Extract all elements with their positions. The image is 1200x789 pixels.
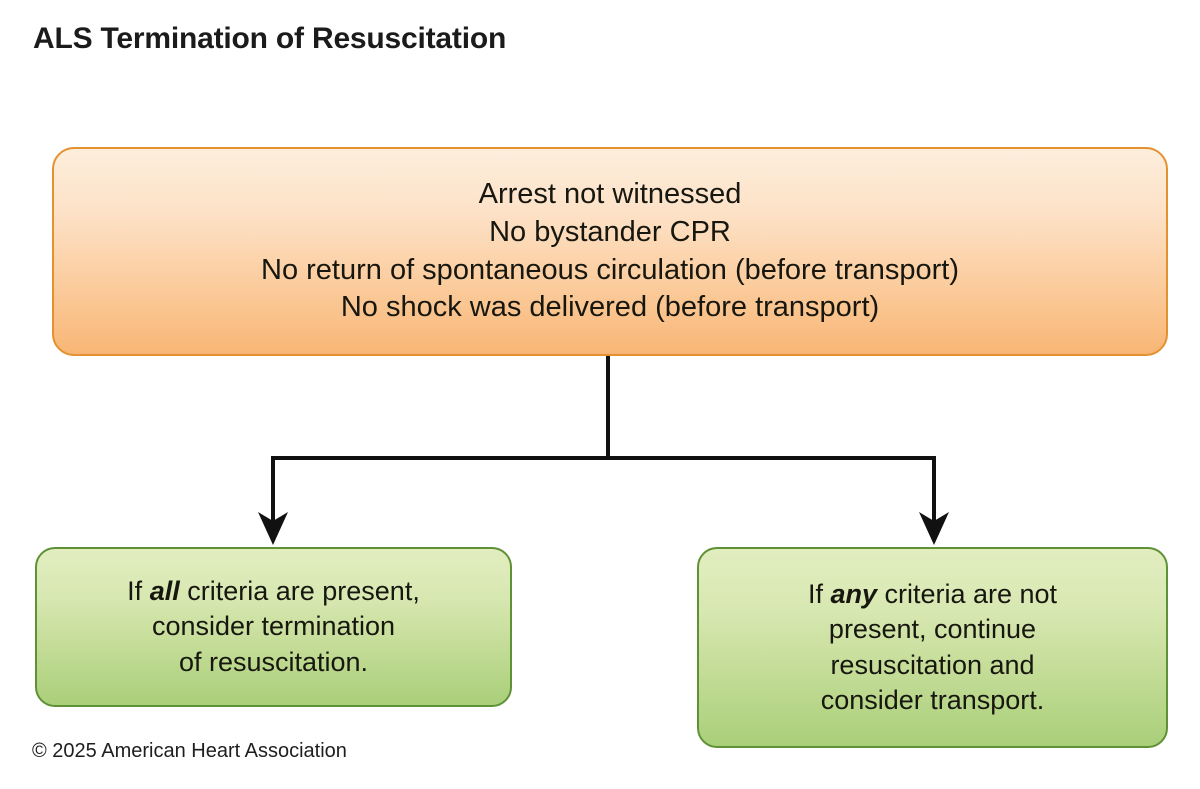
page-title: ALS Termination of Resuscitation: [33, 22, 507, 55]
outcome-any-text: If any criteria are not present, continu…: [792, 577, 1073, 717]
outcome-line-emphasis: any: [830, 579, 877, 610]
outcome-line: of resuscitation.: [178, 646, 369, 677]
outcome-line: If any criteria are not: [808, 577, 1057, 612]
outcome-line: present, continue: [828, 614, 1037, 645]
outcome-line-pre: If: [807, 579, 831, 610]
outcome-all-text: If all criteria are present, consider te…: [111, 574, 436, 679]
criteria-line: Arrest not witnessed: [478, 178, 742, 211]
outcome-line: consider termination: [151, 611, 396, 642]
copyright-notice: © 2025 American Heart Association: [32, 740, 347, 762]
criteria-line: No bystander CPR: [489, 215, 731, 248]
outcome-any-box: If any criteria are not present, continu…: [697, 547, 1168, 748]
outcome-line: consider transport.: [820, 684, 1045, 715]
outcome-line-post: criteria are present,: [179, 576, 420, 607]
outcome-line: If all criteria are present,: [127, 574, 420, 609]
outcome-line-post: criteria are not: [876, 579, 1058, 610]
outcome-all-box: If all criteria are present, consider te…: [35, 547, 512, 707]
outcome-line-emphasis: all: [149, 576, 180, 607]
arrowhead-left-icon: [258, 512, 288, 545]
criteria-line: No shock was delivered (before transport…: [340, 291, 880, 324]
arrowhead-right-icon: [919, 512, 949, 545]
criteria-box: Arrest not witnessed No bystander CPR No…: [52, 147, 1168, 356]
outcome-line: resuscitation and: [830, 649, 1035, 680]
criteria-box-text: Arrest not witnessed No bystander CPR No…: [247, 176, 973, 327]
outcome-line-pre: If: [127, 576, 150, 607]
criteria-line: No return of spontaneous circulation (be…: [261, 253, 959, 286]
